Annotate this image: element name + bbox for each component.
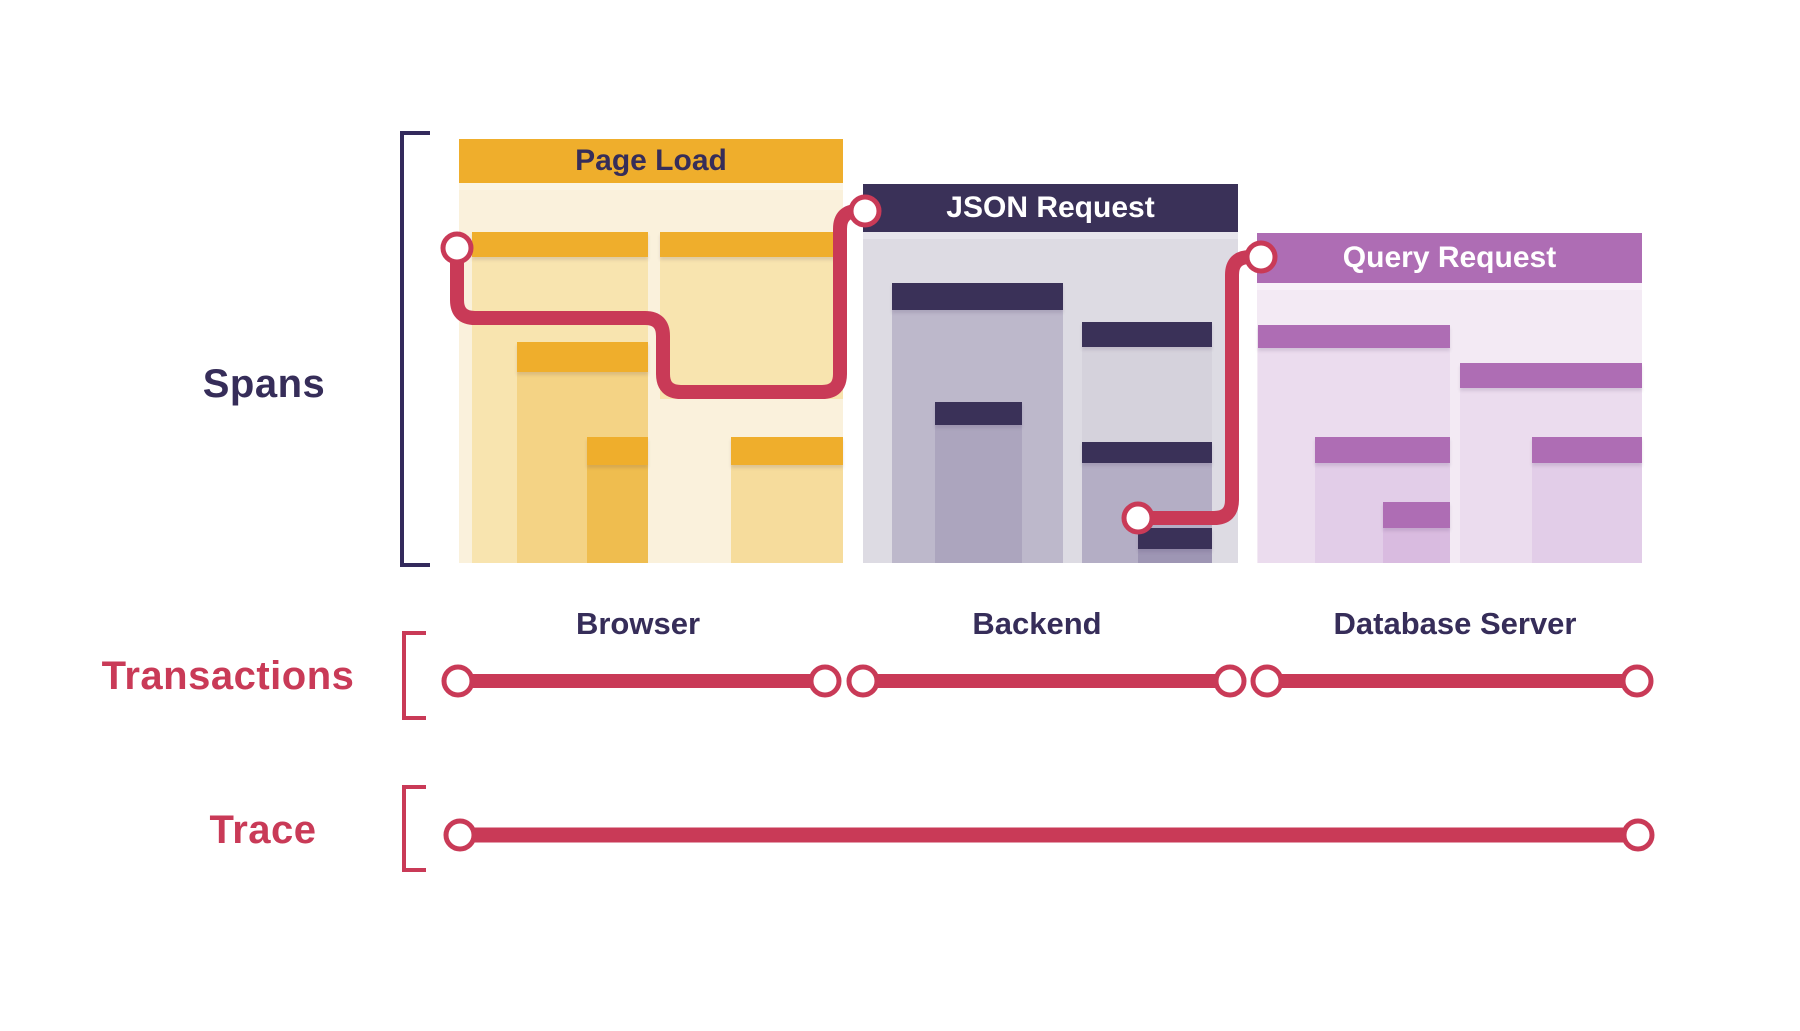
page-load-header: Page Load — [459, 139, 843, 183]
span-block-header — [517, 342, 648, 372]
span-block-header — [1082, 442, 1212, 463]
json-request-box: JSON Request — [863, 184, 1238, 563]
span-block — [660, 232, 843, 399]
query-request-box: Query Request — [1257, 233, 1642, 563]
spans-label: Spans — [202, 362, 326, 406]
span-block-header — [1138, 528, 1212, 549]
span-block — [1383, 502, 1450, 563]
transaction-endpoint — [1213, 664, 1247, 698]
span-block-header — [1315, 437, 1450, 463]
span-block-header — [892, 283, 1063, 310]
page-load-box: Page Load — [459, 139, 843, 563]
json-request-header: JSON Request — [863, 184, 1238, 232]
spans-bracket — [400, 131, 430, 567]
span-block-header — [1082, 322, 1212, 347]
span-block — [731, 437, 843, 563]
trace-endpoint — [1621, 818, 1655, 852]
span-block-header — [587, 437, 648, 465]
span-block-header — [935, 402, 1022, 425]
transactions-label: Transactions — [101, 654, 355, 698]
service-label-database-server: Database Server — [1333, 606, 1577, 641]
transactions-bracket — [402, 631, 426, 720]
span-block-header — [1383, 502, 1450, 528]
span-block — [935, 402, 1022, 563]
span-block-header — [731, 437, 843, 465]
transaction-endpoint — [1620, 664, 1654, 698]
span-block-header — [1258, 325, 1450, 348]
trace-bracket — [402, 785, 426, 872]
service-label-backend: Backend — [972, 606, 1102, 641]
service-label-browser: Browser — [575, 606, 701, 641]
span-block — [1532, 437, 1642, 563]
span-block-header — [660, 232, 843, 257]
trace-label: Trace — [209, 808, 317, 852]
trace-endpoint — [443, 818, 477, 852]
transaction-endpoint — [441, 664, 475, 698]
span-block-header — [472, 232, 648, 257]
transaction-endpoint — [846, 664, 880, 698]
span-block — [1082, 322, 1212, 442]
span-block — [587, 437, 648, 563]
span-block-header — [1532, 437, 1642, 463]
transaction-endpoint — [1250, 664, 1284, 698]
query-request-header: Query Request — [1257, 233, 1642, 283]
transaction-endpoint — [808, 664, 842, 698]
span-block — [1138, 528, 1212, 563]
span-block-header — [1460, 363, 1642, 388]
